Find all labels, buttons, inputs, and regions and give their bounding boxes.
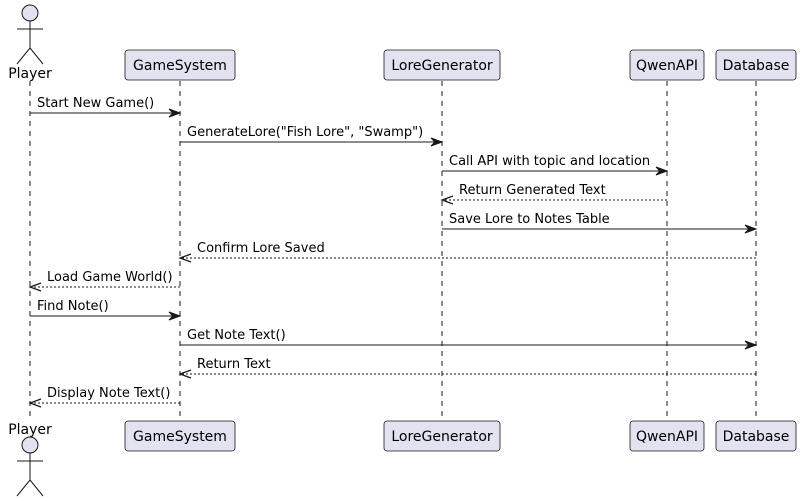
arrowhead-filled-icon: [744, 224, 758, 234]
participant-box-top-qwen: QwenAPI: [629, 49, 705, 81]
message-11: Display Note Text(): [28, 386, 180, 408]
participant-box-top-game: GameSystem: [124, 49, 236, 81]
arrowhead-open-icon: [28, 282, 42, 292]
message-6: Confirm Lore Saved: [178, 241, 756, 263]
player-actor-icon: [16, 436, 44, 497]
arrowhead-open-icon: [28, 398, 42, 408]
message-3: Call API with topic and location: [442, 154, 669, 176]
arrowhead-filled-icon: [744, 340, 758, 350]
arrowhead-open-icon: [178, 253, 192, 263]
participant-label-top-qwen: QwenAPI: [636, 58, 698, 74]
arrowhead-filled-icon: [430, 137, 444, 147]
participant-label-top-player: Player: [8, 66, 52, 82]
message-label: Return Text: [197, 357, 271, 372]
participant-box-top-db: Database: [715, 49, 797, 81]
message-4: Return Generated Text: [440, 183, 667, 205]
message-8: Find Note(): [30, 299, 182, 321]
participant-label-bottom-lore: LoreGenerator: [391, 429, 493, 445]
participant-box-bottom-qwen: QwenAPI: [629, 420, 705, 452]
message-1: Start New Game(): [30, 96, 182, 118]
arrowhead-filled-icon: [168, 311, 182, 321]
message-label: Get Note Text(): [187, 328, 286, 343]
message-label: Find Note(): [37, 299, 109, 314]
participant-box-bottom-lore: LoreGenerator: [383, 420, 501, 452]
message-10: Return Text: [178, 357, 756, 379]
participant-box-top-lore: LoreGenerator: [383, 49, 501, 81]
arrowhead-open-icon: [178, 369, 192, 379]
message-label: Call API with topic and location: [449, 154, 650, 169]
participant-label-top-db: Database: [723, 58, 790, 74]
message-label: Load Game World(): [47, 270, 173, 285]
arrowhead-filled-icon: [655, 166, 669, 176]
participant-label-top-lore: LoreGenerator: [391, 58, 493, 74]
arrowhead-filled-icon: [168, 108, 182, 118]
message-label: GenerateLore("Fish Lore", "Swamp"): [187, 125, 423, 140]
participant-label-bottom-qwen: QwenAPI: [636, 429, 698, 445]
message-9: Get Note Text(): [180, 328, 758, 350]
message-label: Display Note Text(): [47, 386, 170, 401]
participant-label-top-game: GameSystem: [133, 58, 227, 74]
message-label: Confirm Lore Saved: [197, 241, 325, 256]
participant-label-bottom-player: Player: [8, 422, 52, 438]
message-label: Return Generated Text: [459, 183, 606, 198]
participant-box-bottom-game: GameSystem: [124, 420, 236, 452]
participant-label-bottom-game: GameSystem: [133, 429, 227, 445]
arrowhead-open-icon: [440, 195, 454, 205]
message-5: Save Lore to Notes Table: [442, 212, 758, 234]
message-label: Start New Game(): [37, 96, 154, 111]
player-actor-icon: [16, 4, 44, 65]
participant-box-bottom-db: Database: [715, 420, 797, 452]
participant-label-bottom-db: Database: [723, 429, 790, 445]
message-7: Load Game World(): [28, 270, 180, 292]
message-2: GenerateLore("Fish Lore", "Swamp"): [180, 125, 444, 147]
message-label: Save Lore to Notes Table: [449, 212, 610, 227]
